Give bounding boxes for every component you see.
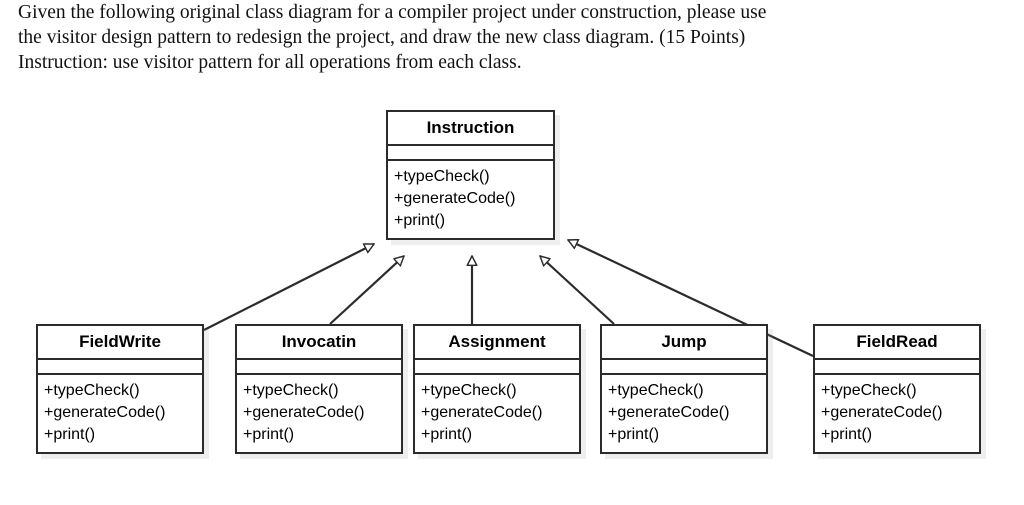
question-line-2: the visitor design pattern to redesign t… — [18, 27, 746, 48]
class-title: Assignment — [415, 326, 579, 360]
uml-class-jump[interactable]: Jump +typeCheck() +generateCode() +print… — [600, 324, 768, 454]
method-item: +print() — [421, 426, 473, 443]
class-methods-compartment: +typeCheck() +generateCode() +print() — [815, 375, 979, 452]
question-line-1: Given the following original class diagr… — [18, 2, 767, 23]
uml-class-fieldwrite[interactable]: FieldWrite +typeCheck() +generateCode() … — [36, 324, 204, 454]
method-item: +print() — [608, 426, 660, 443]
class-methods-compartment: +typeCheck() +generateCode() +print() — [38, 375, 202, 452]
method-item: +print() — [821, 426, 873, 443]
method-item: +generateCode() — [243, 404, 365, 421]
generalization-invocatin — [329, 256, 404, 325]
class-title: Invocatin — [237, 326, 401, 360]
class-attributes-compartment — [602, 360, 766, 375]
uml-class-instruction[interactable]: Instruction +typeCheck() +generateCode()… — [386, 110, 555, 240]
class-attributes-compartment — [415, 360, 579, 375]
generalization-fieldwrite — [203, 243, 374, 331]
generalization-jump — [540, 256, 615, 325]
method-item: +typeCheck() — [821, 382, 917, 399]
class-attributes-compartment — [38, 360, 202, 375]
method-item: +generateCode() — [44, 404, 166, 421]
class-title: Instruction — [388, 112, 553, 146]
class-title: FieldWrite — [38, 326, 202, 360]
method-item: +generateCode() — [394, 190, 516, 207]
method-item: +print() — [394, 212, 446, 229]
class-methods-compartment: +typeCheck() +generateCode() +print() — [237, 375, 401, 452]
class-title: Jump — [602, 326, 766, 360]
class-attributes-compartment — [237, 360, 401, 375]
uml-class-fieldread[interactable]: FieldRead +typeCheck() +generateCode() +… — [813, 324, 981, 454]
class-methods-compartment: +typeCheck() +generateCode() +print() — [415, 375, 579, 452]
class-attributes-compartment — [815, 360, 979, 375]
class-methods-compartment: +typeCheck() +generateCode() +print() — [602, 375, 766, 452]
method-item: +typeCheck() — [44, 382, 140, 399]
method-item: +generateCode() — [821, 404, 943, 421]
method-item: +typeCheck() — [421, 382, 517, 399]
method-item: +typeCheck() — [394, 168, 490, 185]
uml-class-invocatin[interactable]: Invocatin +typeCheck() +generateCode() +… — [235, 324, 403, 454]
question-prompt: Given the following original class diagr… — [18, 0, 1008, 75]
method-item: +generateCode() — [608, 404, 730, 421]
method-item: +print() — [243, 426, 295, 443]
uml-class-assignment[interactable]: Assignment +typeCheck() +generateCode() … — [413, 324, 581, 454]
class-title: FieldRead — [815, 326, 979, 360]
method-item: +print() — [44, 426, 96, 443]
class-methods-compartment: +typeCheck() +generateCode() +print() — [388, 161, 553, 238]
class-attributes-compartment — [388, 146, 553, 161]
method-item: +generateCode() — [421, 404, 543, 421]
method-item: +typeCheck() — [608, 382, 704, 399]
question-line-3: Instruction: use visitor pattern for all… — [18, 52, 522, 73]
method-item: +typeCheck() — [243, 382, 339, 399]
